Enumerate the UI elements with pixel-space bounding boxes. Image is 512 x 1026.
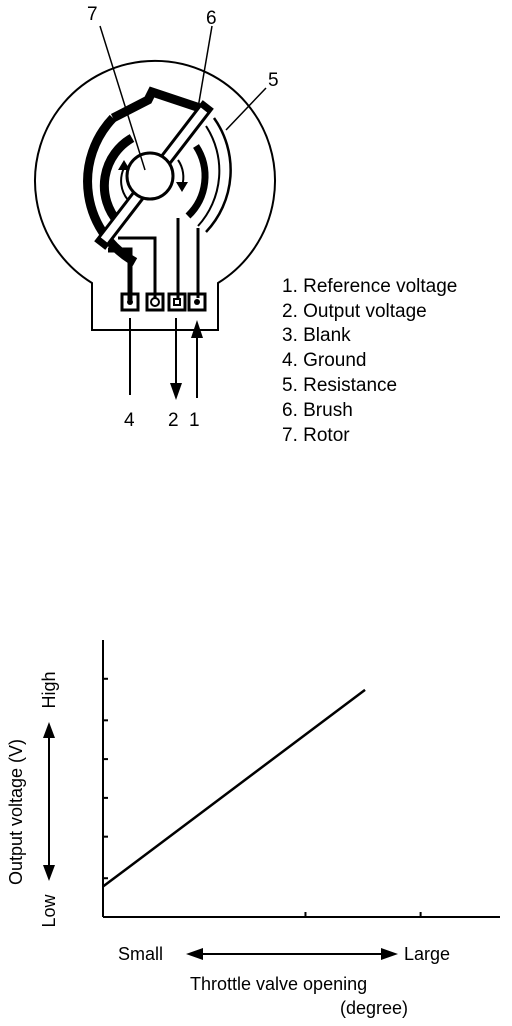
y-high-label: High [39,671,59,708]
sensor-drawing [34,25,276,400]
terminal-2 [167,292,187,312]
rotor-hub [125,151,175,201]
x-arrowhead-right-icon [381,948,398,960]
inner-contact-ring-right [185,144,209,219]
legend-item: 5. Resistance [282,375,397,396]
output-voltage-chart: Output voltage (V) Low High Small Large … [6,640,500,1018]
rotation-arrowhead-left [118,160,130,170]
x-axis-unit: (degree) [340,998,408,1018]
y-ticks [103,677,108,880]
y-arrowhead-down-icon [43,865,55,881]
y-low-label: Low [39,893,59,927]
y-axis-label: Output voltage (V) [6,739,26,885]
legend-item: 6. Brush [282,400,353,421]
terminal-1 [187,292,207,312]
x-axis-label: Throttle valve opening [190,974,367,994]
legend-item: 2. Output voltage [282,301,427,322]
resistance-strip [205,117,232,233]
series-lines [102,688,366,888]
rotation-arrowhead-right [176,182,188,192]
legend: 1. Reference voltage 2. Output voltage 3… [282,276,457,446]
terminal-label-output: 2 [168,410,179,431]
rotation-arrow-left [120,167,129,201]
output-arrowhead [170,383,182,400]
x-ticks [304,912,422,917]
legend-item: 1. Reference voltage [282,276,457,297]
x-large-label: Large [404,944,450,964]
reference-arrowhead [191,320,203,338]
leader-resistance [225,87,267,131]
callout-rotor: 7 [87,4,98,25]
legend-item: 7. Rotor [282,425,350,446]
terminal-label-ground: 4 [124,410,135,431]
resistance-strip-inner [197,125,221,227]
resistance-track-top [110,86,202,123]
output-voltage-line [102,688,366,888]
leader-brush [197,25,213,109]
x-small-label: Small [118,944,163,964]
legend-item: 4. Ground [282,350,367,371]
conductor-ground [108,247,133,300]
y-arrowhead-up-icon [43,722,55,738]
conductor-blank [118,236,157,298]
sensor-body-outline [34,59,276,331]
terminal-label-reference: 1 [189,410,200,431]
callout-resistance: 5 [268,70,279,91]
inner-contact-ring [99,134,135,225]
callout-brush: 6 [206,8,217,29]
terminal-3 [145,292,165,312]
legend-item: 3. Blank [282,325,351,346]
x-arrowhead-left-icon [186,948,203,960]
leader-rotor [99,25,146,171]
terminal-4 [120,292,140,312]
